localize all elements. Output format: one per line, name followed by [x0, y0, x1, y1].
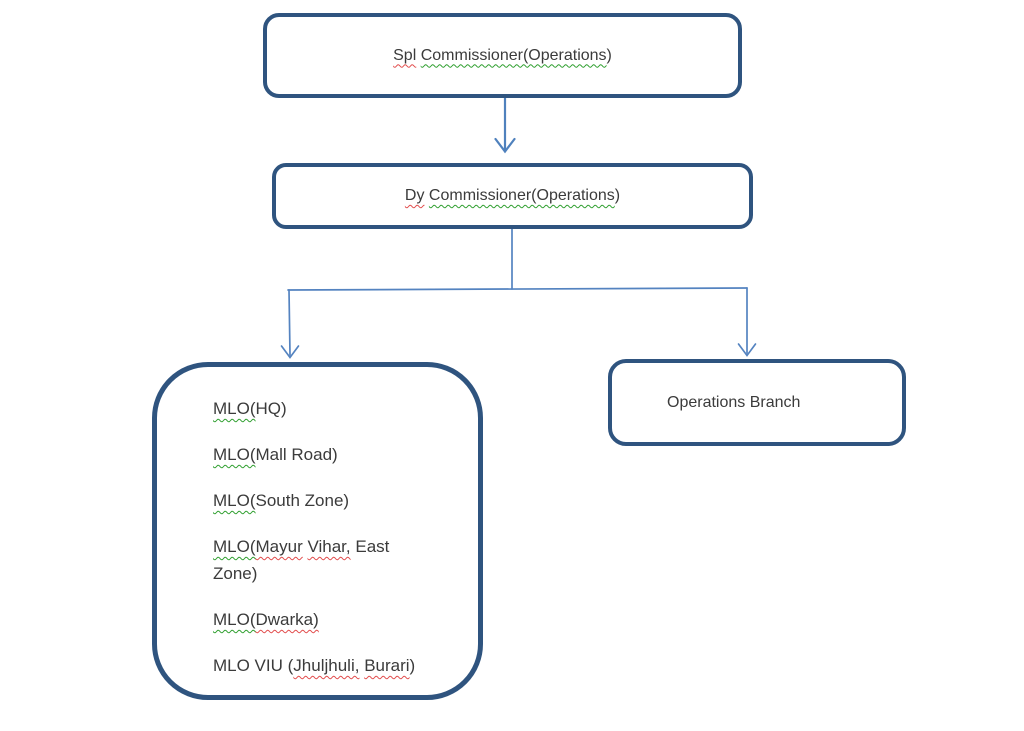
node-spl-commissioner[interactable]: Spl Commissioner(Operations) — [263, 13, 742, 98]
arrow-down-icon — [737, 343, 757, 357]
node-mlo-list[interactable]: MLO(HQ) MLO(Mall Road) MLO(South Zone) MLO(… — [152, 362, 483, 700]
node-dy-commissioner[interactable]: Dy Commissioner(Operations) — [272, 163, 753, 229]
mlo-list: MLO(HQ) MLO(Mall Road) MLO(South Zone) MLO(… — [213, 395, 468, 679]
node-dy-commissioner-label: Dy Commissioner(Operations) — [404, 187, 621, 204]
node-spl-commissioner-label: Spl Commissioner(Operations) — [393, 46, 612, 64]
arrow-down-icon — [280, 345, 300, 359]
connector-dy-to-mlo — [280, 289, 300, 359]
mlo-list-item: MLO(South Zone) — [213, 491, 350, 510]
mlo-list-item: MLO(HQ) — [213, 399, 287, 418]
connector-dy-branch — [287, 228, 748, 291]
mlo-list-item: MLO(Mall Road) — [213, 445, 338, 464]
connector-spl-to-dy — [494, 96, 516, 154]
node-operations-branch[interactable]: Operations Branch — [608, 359, 906, 446]
arrow-down-icon — [494, 137, 516, 154]
node-operations-branch-label: Operations Branch — [667, 393, 801, 411]
connector-dy-to-ops — [737, 287, 757, 357]
mlo-list-item: MLO(Dwarka) — [213, 610, 319, 629]
mlo-list-item: MLO VIU (Jhuljhuli, Burari) — [213, 656, 416, 675]
